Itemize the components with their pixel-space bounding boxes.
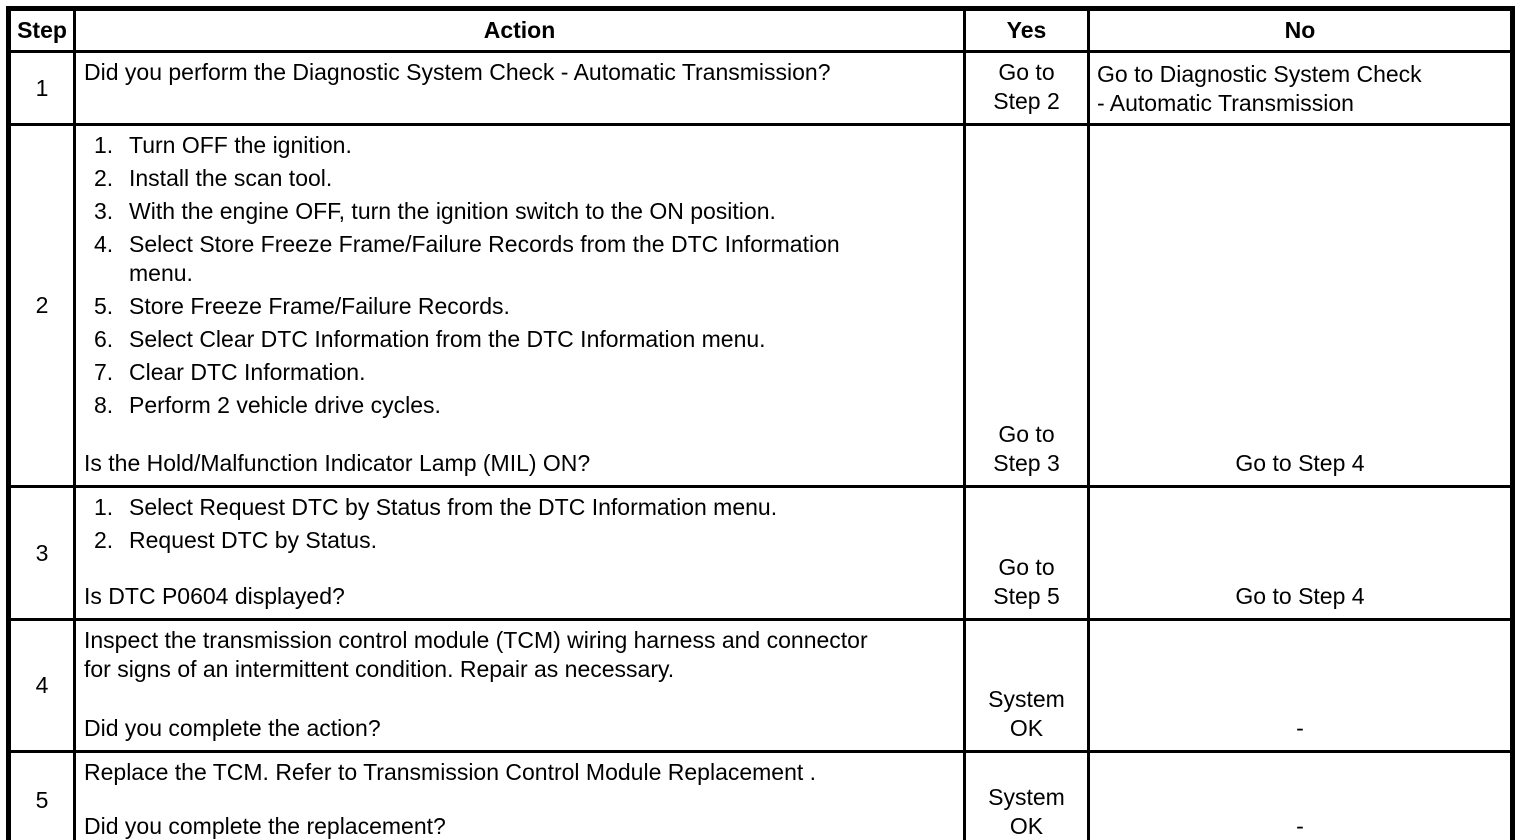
column-header-no-cell: No — [1087, 7, 1514, 53]
no-value: Go to Step 4 — [1235, 583, 1365, 609]
step-cell: 4 — [7, 618, 76, 753]
action-numbered-list: 1. Select Request DTC by Status from the… — [84, 493, 955, 559]
no-cell: Go to Step 4 — [1087, 485, 1514, 621]
step-cell: 1 — [7, 50, 76, 126]
no-value: - — [1296, 813, 1304, 839]
yes-cell: System OK — [963, 750, 1090, 840]
step-number: 1 — [35, 74, 49, 101]
list-item: 2. Request DTC by Status. — [94, 527, 377, 553]
list-item: 4. Select Store Freeze Frame/Failure Rec… — [94, 231, 840, 286]
list-item-number: 1. — [94, 494, 114, 520]
list-item-number: 6. — [94, 326, 114, 352]
column-header-yes: Yes — [1006, 17, 1047, 43]
yes-value: System OK — [988, 686, 1065, 741]
step-number: 3 — [35, 539, 49, 566]
column-header-step-cell: Step — [7, 7, 76, 53]
list-item: 5. Store Freeze Frame/Failure Records. — [94, 293, 510, 319]
step-row-3: 3 1. Select Request DTC by Status from t… — [7, 485, 1514, 621]
column-header-action: Action — [483, 17, 556, 43]
no-cell: Go to Diagnostic System Check - Automati… — [1087, 50, 1514, 126]
question-text: Did you complete the replacement? — [84, 813, 446, 839]
no-cell: Go to Step 4 — [1087, 123, 1514, 488]
action-text: Inspect the transmission control module … — [84, 626, 955, 684]
list-item-number: 2. — [94, 165, 114, 191]
yes-cell: System OK — [963, 618, 1090, 753]
action-cell: 1. Select Request DTC by Status from the… — [73, 485, 966, 621]
yes-cell: Go to Step 5 — [963, 485, 1090, 621]
yes-cell: Go to Step 2 — [963, 50, 1090, 126]
question-text: Did you complete the action? — [84, 715, 381, 741]
action-cell: Inspect the transmission control module … — [73, 618, 966, 753]
action-text: Did you perform the Diagnostic System Ch… — [84, 58, 955, 87]
list-item: 6. Select Clear DTC Information from the… — [94, 326, 766, 352]
list-item: 3. With the engine OFF, turn the ignitio… — [94, 198, 776, 224]
question-text: Is the Hold/Malfunction Indicator Lamp (… — [84, 450, 591, 476]
list-item: 1. Select Request DTC by Status from the… — [94, 494, 778, 520]
step-row-4: 4 Inspect the transmission control modul… — [7, 618, 1514, 753]
list-item: 8. Perform 2 vehicle drive cycles. — [94, 392, 441, 418]
list-item-number: 8. — [94, 392, 114, 418]
list-item-number: 4. — [94, 231, 114, 257]
step-cell: 5 — [7, 750, 76, 840]
no-value: Go to Step 4 — [1235, 450, 1365, 476]
step-row-1: 1 Did you perform the Diagnostic System … — [7, 50, 1514, 126]
list-item-number: 3. — [94, 198, 114, 224]
action-text-line: Did you perform the Diagnostic System Ch… — [84, 59, 831, 85]
step-number: 2 — [35, 292, 49, 318]
action-numbered-list: 1. Turn OFF the ignition. 2. Install the… — [84, 131, 955, 424]
action-cell: Replace the TCM. Refer to Transmission C… — [73, 750, 966, 840]
column-header-action-cell: Action — [73, 7, 966, 53]
step-row-2: 2 1. Turn OFF the ignition. 2. Install t… — [7, 123, 1514, 488]
yes-value: Go to Step 5 — [993, 554, 1060, 609]
question-text: Is DTC P0604 displayed? — [84, 583, 345, 609]
list-item: 7. Clear DTC Information. — [94, 359, 366, 385]
header-row: Step Action Yes No — [7, 7, 1514, 53]
diagnostic-table: Step Action Yes No 1 Did you perform the… — [6, 6, 1515, 840]
no-value: Go to Diagnostic System Check - Automati… — [1097, 61, 1422, 116]
no-cell: - — [1087, 750, 1514, 840]
action-cell: 1. Turn OFF the ignition. 2. Install the… — [73, 123, 966, 488]
list-item-number: 2. — [94, 527, 114, 553]
yes-cell: Go to Step 3 — [963, 123, 1090, 488]
list-item: 1. Turn OFF the ignition. — [94, 132, 352, 158]
step-number: 5 — [35, 787, 49, 813]
list-item-number: 7. — [94, 359, 114, 385]
column-header-no: No — [1284, 17, 1316, 43]
list-item-number: 5. — [94, 293, 114, 319]
action-text-line: Replace the TCM. Refer to Transmission C… — [84, 759, 817, 785]
step-number: 4 — [35, 672, 49, 698]
list-item: 2. Install the scan tool. — [94, 165, 333, 191]
step-cell: 3 — [7, 485, 76, 621]
action-text-line: for signs of an intermittent condition. … — [84, 656, 675, 682]
no-cell: - — [1087, 618, 1514, 753]
step-cell: 2 — [7, 123, 76, 488]
no-value: - — [1296, 715, 1304, 741]
action-text-line: Inspect the transmission control module … — [84, 627, 868, 653]
column-header-step: Step — [17, 17, 67, 43]
step-row-5: 5 Replace the TCM. Refer to Transmission… — [7, 750, 1514, 840]
yes-value: System OK — [988, 784, 1065, 839]
action-text: Replace the TCM. Refer to Transmission C… — [84, 758, 955, 787]
yes-value: Go to Step 3 — [993, 421, 1060, 476]
list-item-number: 1. — [94, 132, 114, 158]
action-cell: Did you perform the Diagnostic System Ch… — [73, 50, 966, 126]
yes-value: Go to Step 2 — [993, 59, 1060, 114]
column-header-yes-cell: Yes — [963, 7, 1090, 53]
